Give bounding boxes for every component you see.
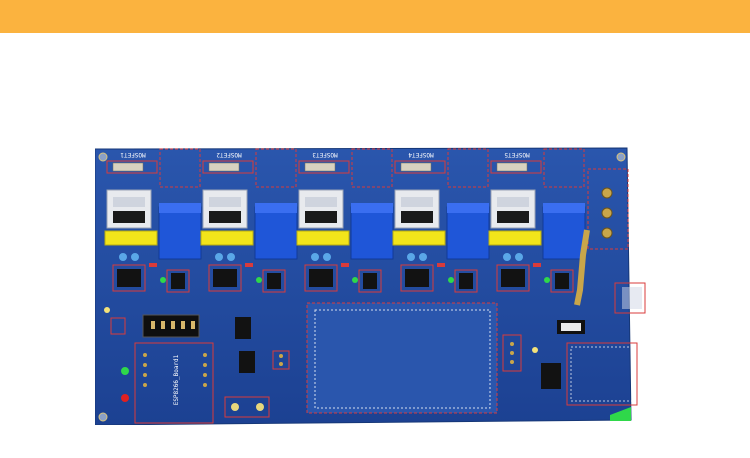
esp-board-label: ESP8266_Board1 xyxy=(173,354,180,405)
header-bar xyxy=(0,0,750,33)
mosfet-module: MOSFET2 xyxy=(200,148,298,293)
led-red xyxy=(121,394,129,402)
mount-hole xyxy=(98,412,108,422)
module-label: MOSFET3 xyxy=(312,151,338,158)
module-label: MOSFET4 xyxy=(408,151,434,158)
pcb-board: MOSFET1 MOSFET2 MOSFET3 MOSFET4 MOSFET5 ESP8… xyxy=(94,147,646,426)
mosfet-module: MOSFET3 xyxy=(296,148,394,293)
mosfet-module: MOSFET1 xyxy=(104,148,202,293)
module-label: MOSFET5 xyxy=(504,151,530,158)
module-label: MOSFET1 xyxy=(120,151,146,158)
pcb-render: MOSFET1 MOSFET2 MOSFET3 MOSFET4 MOSFET5 ESP8… xyxy=(94,145,655,426)
led-green xyxy=(121,367,129,375)
mosfet-module: MOSFET4 xyxy=(392,148,490,293)
mount-hole xyxy=(98,152,108,162)
module-label: MOSFET2 xyxy=(216,151,242,158)
mount-hole xyxy=(616,152,626,162)
